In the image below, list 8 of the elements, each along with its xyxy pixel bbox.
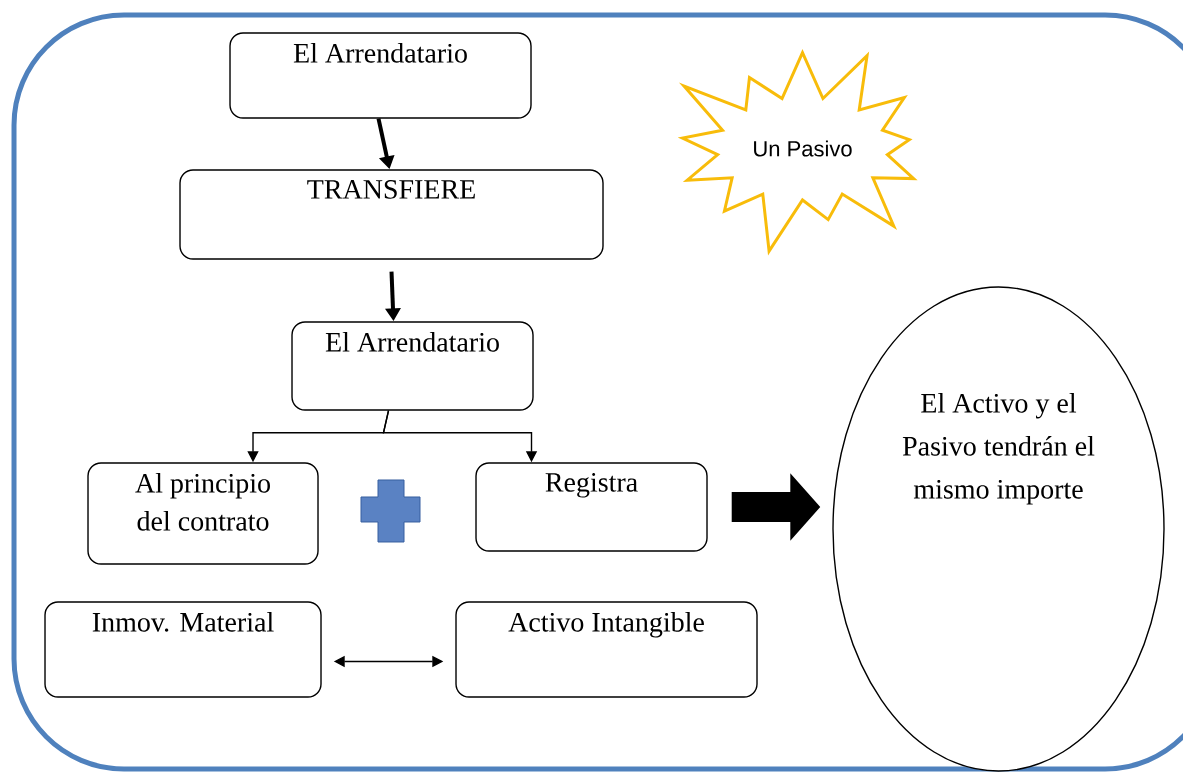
process-box: Activo Intangible bbox=[455, 601, 758, 698]
process-box: Registra bbox=[475, 462, 708, 552]
process-box: El Arrendatario bbox=[229, 32, 532, 119]
process-box: TRANSFIERE bbox=[179, 169, 604, 260]
process-box: Al principio del contrato bbox=[87, 462, 319, 565]
process-box: El Arrendatario bbox=[291, 321, 534, 411]
node-label: El Activo y el Pasivo tendrán el mismo importe bbox=[902, 392, 1095, 505]
process-box: Inmov. Material bbox=[44, 601, 322, 698]
